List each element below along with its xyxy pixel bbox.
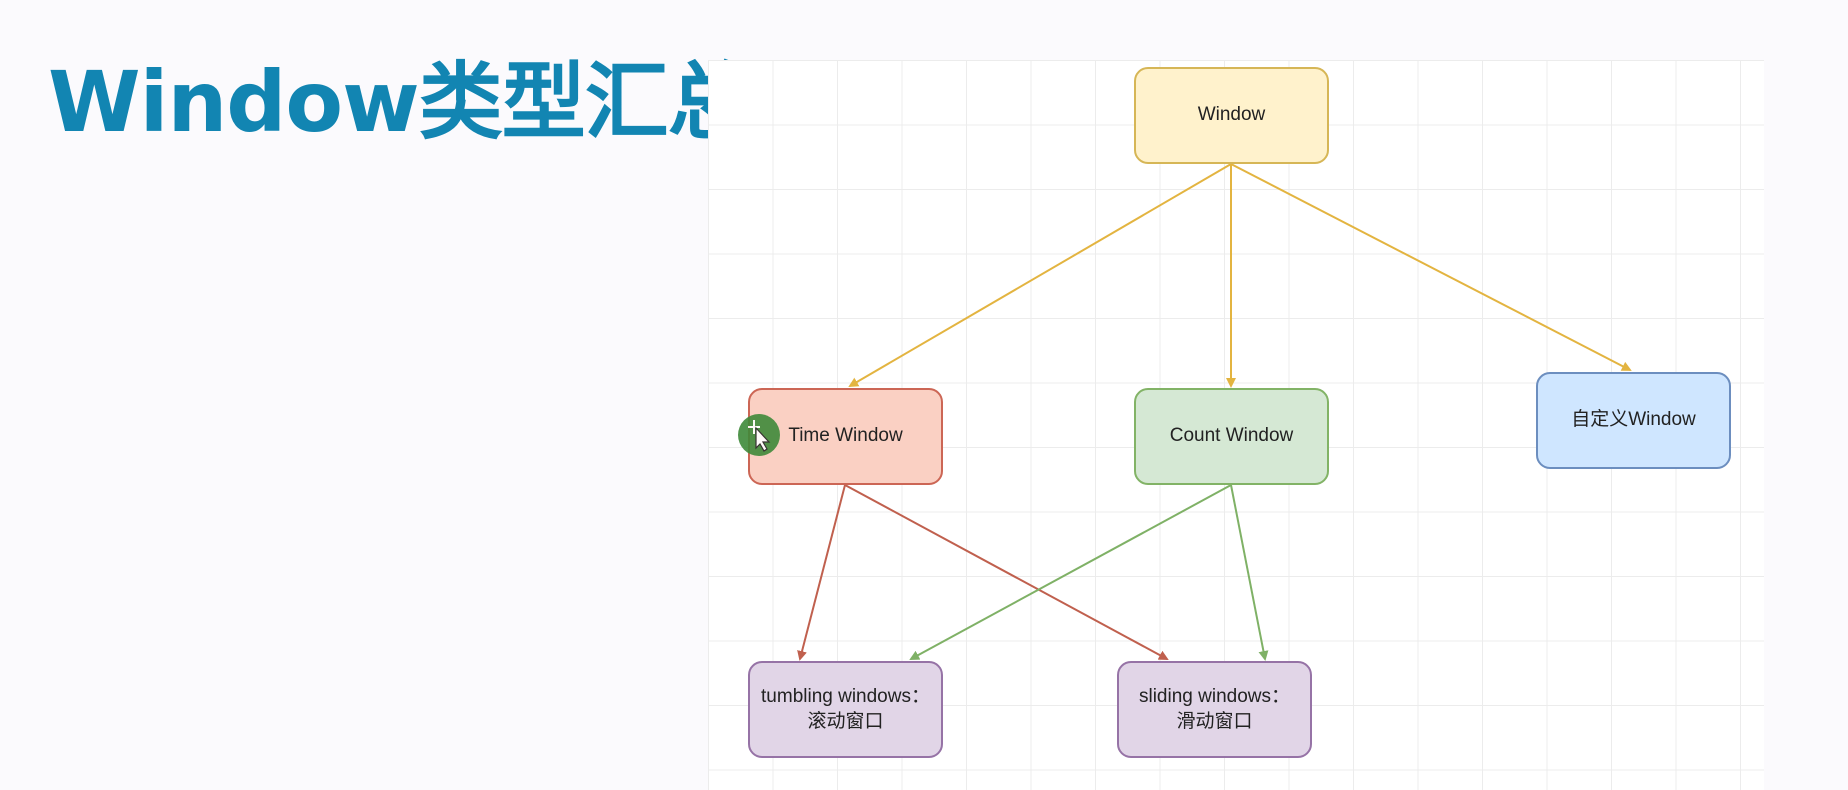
node-window[interactable]: Window [1134, 67, 1329, 164]
slide-title: Window类型汇总 [48, 53, 752, 151]
node-tumbling-windows[interactable]: tumbling windows： 滚动窗口 [748, 661, 943, 758]
node-sliding-windows[interactable]: sliding windows： 滑动窗口 [1117, 661, 1312, 758]
node-custom-window[interactable]: 自定义Window [1536, 372, 1731, 469]
node-time-window[interactable]: Time Window [748, 388, 943, 485]
node-count-window[interactable]: Count Window [1134, 388, 1329, 485]
move-cursor-icon [738, 414, 780, 456]
